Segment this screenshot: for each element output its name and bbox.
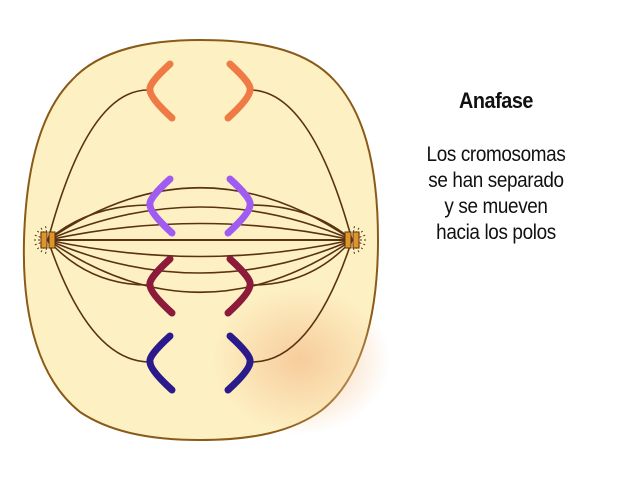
- right-pole-centrosome-icon: [344, 225, 367, 255]
- left-pole-centrosome-icon: [33, 225, 56, 255]
- spindle-poles: [33, 225, 367, 255]
- centriole: [352, 231, 360, 249]
- kinetochore-fiber-left-1: [47, 89, 149, 241]
- caption: Anafase Los cromosomas se han separado y…: [396, 88, 596, 246]
- aster-ray: [352, 247, 356, 255]
- polar-fiber-6: [47, 239, 353, 274]
- chromosome-3-left: [146, 255, 176, 317]
- description-line-1: Los cromosomas: [426, 143, 566, 166]
- polar-fiber-3: [47, 222, 353, 241]
- aster-ray: [352, 225, 356, 233]
- aster-ray: [44, 225, 48, 233]
- description-line-4: hacia los polos: [436, 221, 556, 244]
- kinetochore-fiber-right-1: [249, 89, 353, 241]
- polar-fiber-7: [47, 239, 353, 293]
- polar-fiber-2: [47, 206, 353, 241]
- kinetochore-fiber-right-3: [251, 239, 353, 286]
- polar-fiber-1: [47, 187, 353, 241]
- centriole: [40, 231, 48, 249]
- chromosome-4-right: [224, 332, 254, 394]
- phase-title: Anafase: [459, 88, 533, 113]
- cell-shading: [210, 285, 390, 435]
- chromosome-2-left: [146, 175, 176, 237]
- description-line-2: se han separado: [428, 169, 564, 192]
- centriole: [48, 231, 56, 249]
- chromosome-1-right: [224, 60, 254, 122]
- chromosomes: [146, 60, 254, 394]
- chromosome-4-left: [146, 332, 176, 394]
- kinetochore-fiber-left-3: [47, 239, 149, 286]
- aster-ray: [44, 247, 48, 255]
- centriole: [344, 231, 352, 249]
- chromosome-2-right: [224, 175, 254, 237]
- aster-ray: [33, 234, 41, 238]
- aster-ray: [359, 242, 367, 246]
- cell-diagram: [22, 38, 390, 442]
- description-line-3: y se mueven: [444, 195, 548, 218]
- spindle-fibers: [47, 89, 353, 363]
- aster-ray: [359, 234, 367, 238]
- aster-ray: [33, 242, 41, 246]
- polar-fiber-5: [47, 239, 353, 258]
- chromosome-1-left: [146, 60, 176, 122]
- chromosome-3-right: [224, 255, 254, 317]
- kinetochore-fiber-left-4: [47, 239, 151, 363]
- kinetochore-fiber-right-4: [251, 239, 353, 363]
